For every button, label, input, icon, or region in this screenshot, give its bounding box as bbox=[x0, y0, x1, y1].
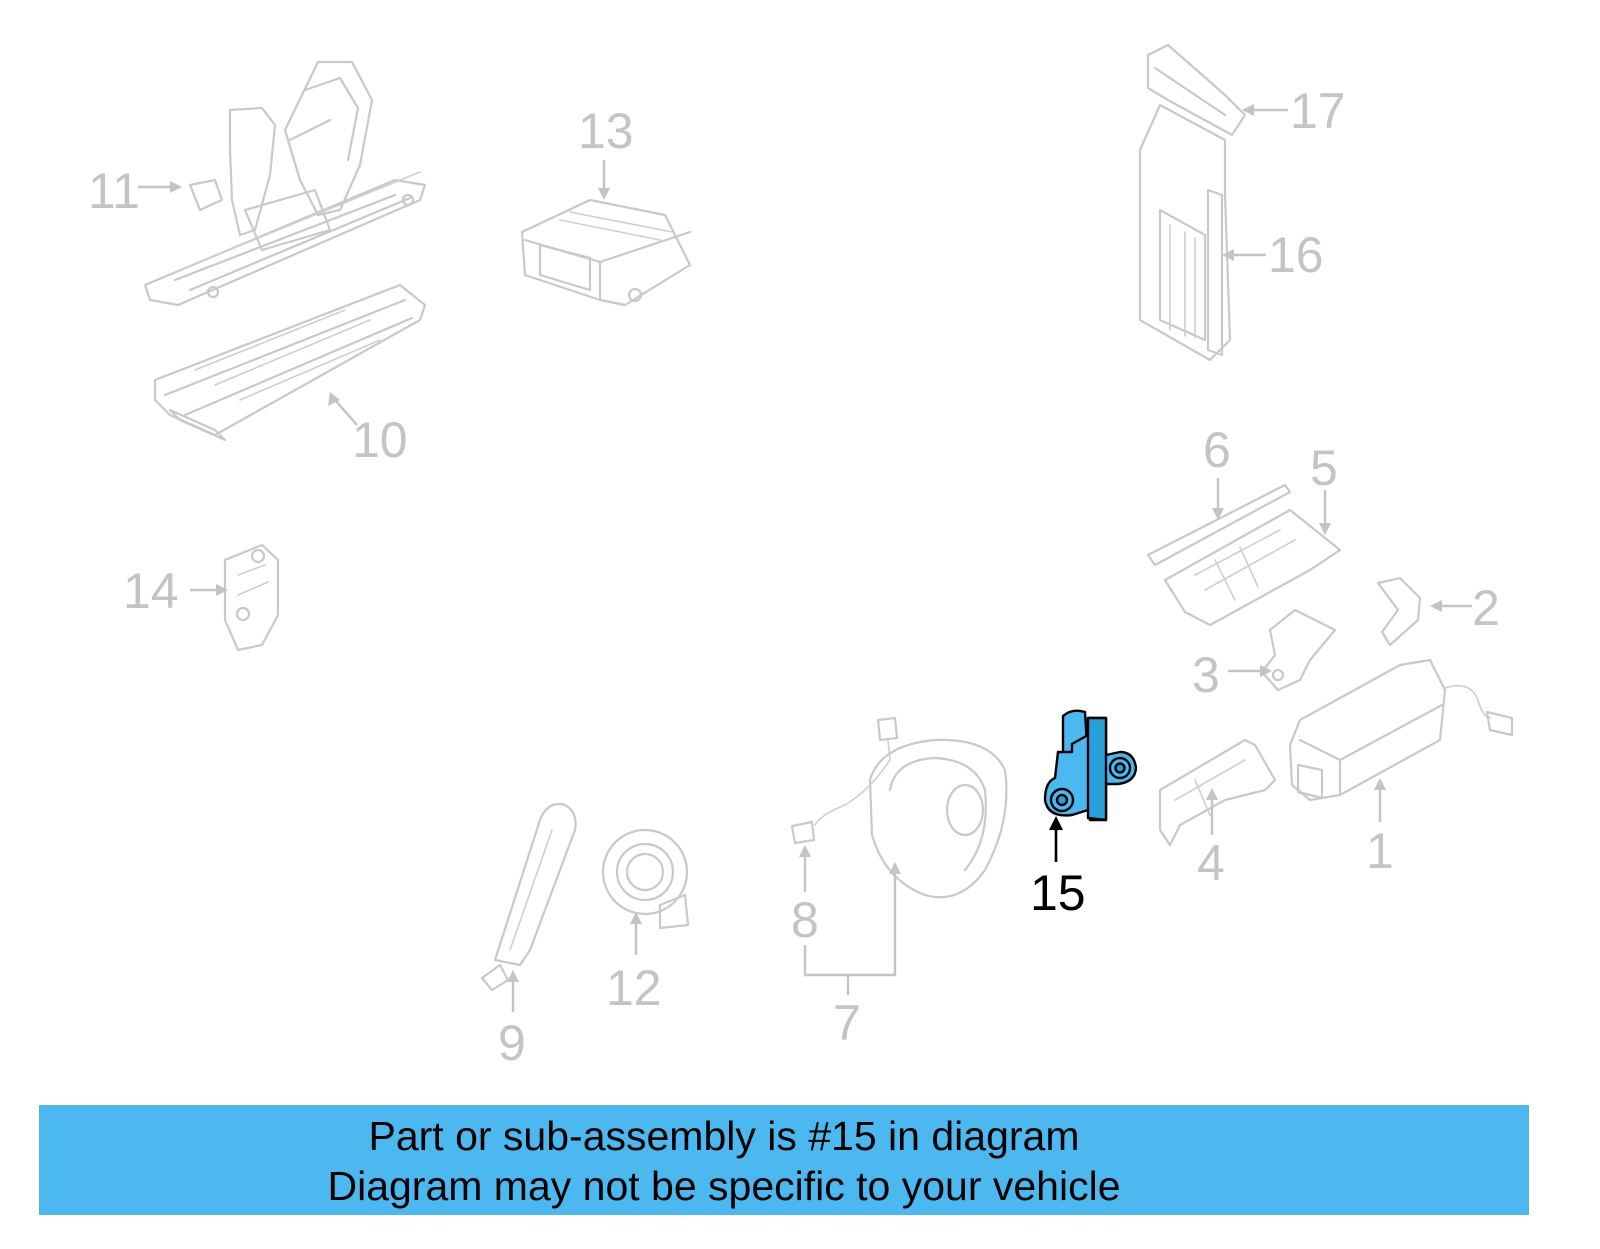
part-13-drawing bbox=[520, 198, 692, 307]
info-banner: Part or sub-assembly is #15 in diagram D… bbox=[39, 1105, 1529, 1215]
part-1-drawing bbox=[1288, 658, 1514, 802]
leader-lines bbox=[138, 104, 1472, 1012]
callout-13: 13 bbox=[578, 103, 634, 159]
callout-4: 4 bbox=[1197, 835, 1225, 891]
part-14-drawing bbox=[223, 543, 280, 652]
part-5-6-drawing bbox=[1146, 483, 1342, 627]
callout-17: 17 bbox=[1290, 83, 1346, 139]
callout-16: 16 bbox=[1268, 227, 1324, 283]
callout-3: 3 bbox=[1192, 647, 1220, 703]
callout-6: 6 bbox=[1203, 422, 1231, 478]
part-2-drawing bbox=[1376, 576, 1422, 647]
callout-7: 7 bbox=[833, 995, 861, 1051]
callout-15-highlighted: 15 bbox=[1030, 865, 1086, 921]
callout-11: 11 bbox=[88, 163, 140, 219]
part-3-drawing bbox=[1260, 608, 1337, 692]
callout-5: 5 bbox=[1310, 440, 1338, 496]
callout-2: 2 bbox=[1472, 580, 1500, 636]
part-12-drawing bbox=[601, 828, 690, 930]
part-15-highlighted[interactable] bbox=[1043, 709, 1138, 862]
callout-8: 8 bbox=[791, 892, 819, 948]
banner-line-1: Part or sub-assembly is #15 in diagram bbox=[368, 1113, 1080, 1159]
part-16-17-drawing bbox=[1138, 43, 1247, 362]
callout-12: 12 bbox=[606, 960, 662, 1016]
banner-line-2: Diagram may not be specific to your vehi… bbox=[327, 1163, 1121, 1209]
part-11-drawing bbox=[143, 60, 427, 307]
callout-9: 9 bbox=[498, 1015, 526, 1071]
part-7-8-drawing bbox=[790, 716, 1008, 899]
callout-14: 14 bbox=[123, 563, 179, 619]
part-10-drawing bbox=[153, 283, 427, 442]
part-9-drawing bbox=[480, 802, 577, 992]
callout-10: 10 bbox=[352, 412, 408, 468]
callout-labels: 1 2 3 4 5 6 7 8 9 10 11 12 13 14 15 16 1… bbox=[88, 83, 1500, 1071]
callout-1: 1 bbox=[1366, 823, 1394, 879]
part-4-drawing bbox=[1158, 738, 1277, 847]
